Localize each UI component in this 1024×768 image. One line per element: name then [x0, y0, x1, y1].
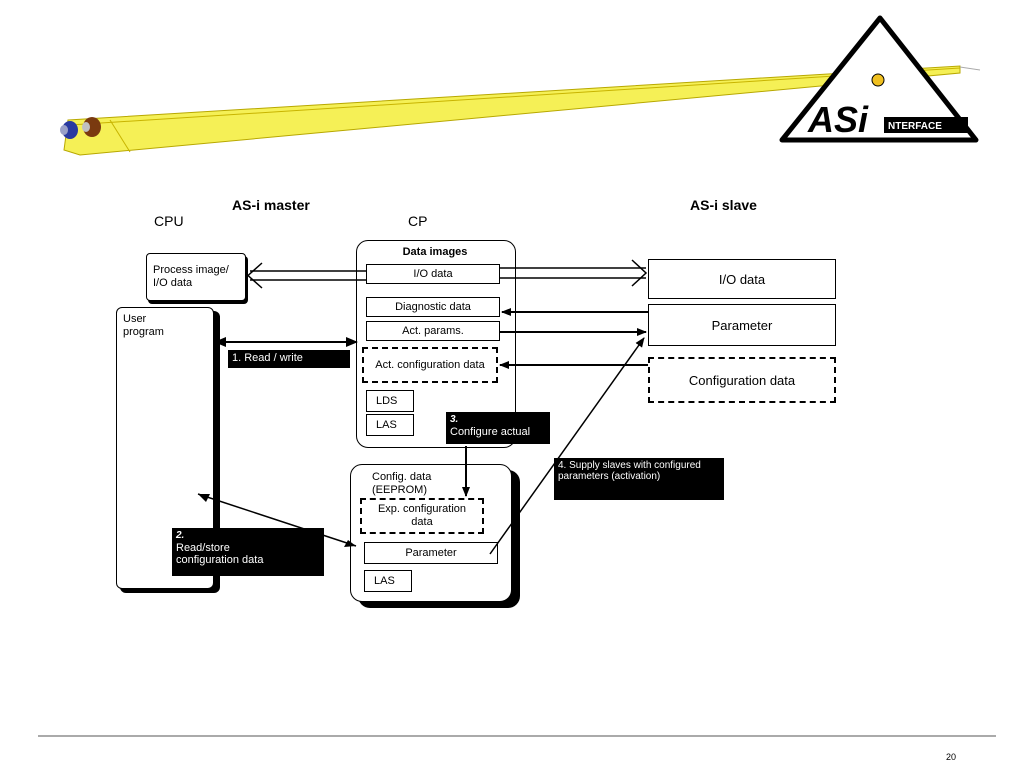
slave-parameter-label: Parameter	[711, 317, 773, 333]
svg-text:NTERFACE: NTERFACE	[888, 121, 942, 132]
cable-plug-icon	[60, 117, 101, 139]
header-graphics: ASi NTERFACE	[60, 15, 981, 156]
asi-cable-graphic	[63, 65, 981, 156]
user-program-label: User program	[123, 313, 164, 338]
asi-slave-heading: AS-i slave	[690, 197, 757, 213]
lds-box: LDS	[366, 390, 414, 412]
arrow-process-image-to-cp-io	[246, 262, 366, 289]
cp-las-box: LAS	[366, 414, 414, 436]
eeprom-title: Config. data (EEPROM)	[372, 471, 432, 496]
exp-config-label: Exp. configuration data	[377, 503, 467, 528]
data-images-title: Data images	[402, 246, 468, 258]
arrow-read-write	[214, 337, 358, 347]
asi-master-heading: AS-i master	[232, 197, 310, 213]
step2-number: 2.	[176, 530, 185, 541]
slave-parameter-box: Parameter	[648, 304, 836, 346]
cpu-heading: CPU	[154, 213, 184, 229]
cp-heading: CP	[408, 213, 428, 229]
lds-label: LDS	[376, 394, 398, 407]
process-image-box: Process image/ I/O data	[146, 253, 246, 301]
asi-interface-logo: ASi NTERFACE	[779, 15, 979, 143]
cp-io-data-label: I/O data	[413, 267, 453, 280]
eeprom-parameter-box: Parameter	[364, 542, 498, 564]
slave-io-data-label: I/O data	[718, 271, 766, 287]
step4-label: 4. Supply slaves with configured paramet…	[554, 458, 724, 500]
cp-io-data-box: I/O data	[366, 264, 500, 284]
slave-io-data-box: I/O data	[648, 259, 836, 299]
arrow-cp-io-to-slave-io	[500, 259, 648, 287]
act-params-box: Act. params.	[366, 321, 500, 341]
eeprom-las-label: LAS	[374, 574, 395, 587]
step1-label: 1. Read / write	[228, 350, 350, 368]
step3-label: 3. Configure actual	[446, 412, 550, 444]
slave-config-data-label: Configuration data	[688, 372, 796, 388]
diagnostic-data-label: Diagnostic data	[395, 300, 471, 313]
step2-label: 2. Read/store configuration data	[172, 528, 324, 576]
cp-las-label: LAS	[376, 418, 397, 431]
svg-text:ASi: ASi	[807, 99, 869, 140]
page-number: 20	[946, 752, 957, 762]
act-config-box: Act. configuration data	[362, 347, 498, 383]
eeprom-las-box: LAS	[364, 570, 412, 592]
step3-text: Configure actual	[450, 426, 531, 438]
act-params-label: Act. params.	[402, 324, 464, 337]
process-image-label: Process image/ I/O data	[153, 264, 229, 289]
diagnostic-data-box: Diagnostic data	[366, 297, 500, 317]
step3-number: 3.	[450, 414, 459, 425]
slave-config-data-box: Configuration data	[648, 357, 836, 403]
step2-text: Read/store configuration data	[176, 542, 264, 566]
exp-config-box: Exp. configuration data	[360, 498, 484, 534]
act-config-label: Act. configuration data	[375, 358, 485, 371]
eeprom-parameter-label: Parameter	[405, 546, 457, 559]
